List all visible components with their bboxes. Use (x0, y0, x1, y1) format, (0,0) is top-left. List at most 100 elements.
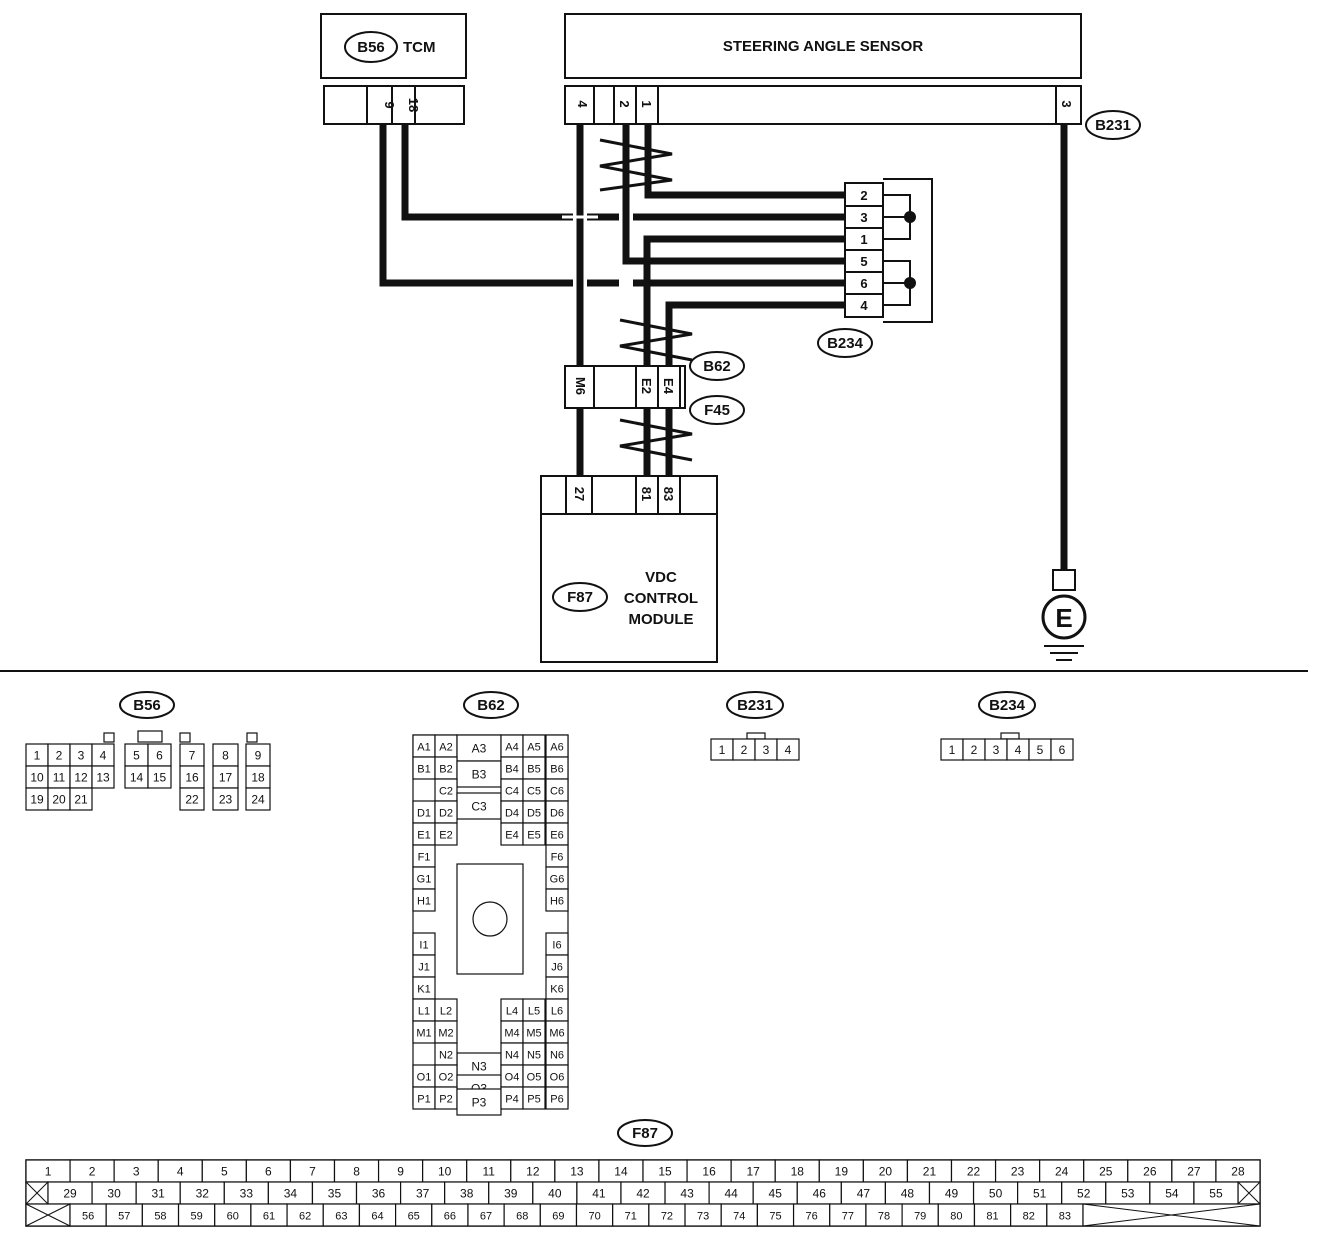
f87-pin-10-label: 10 (438, 1165, 452, 1179)
b62-pin-b3-label: B3 (472, 768, 487, 782)
f87-pin-37: 37 (399, 1181, 446, 1205)
f87-pin-53: 53 (1105, 1181, 1151, 1205)
b56-pin-12-label: 12 (74, 771, 88, 785)
tcm-name: TCM (403, 39, 436, 56)
b62-pin-p3-label: P3 (472, 1096, 487, 1110)
b234-view-title: B234 (989, 697, 1026, 714)
f87-pin-13: 13 (554, 1159, 600, 1183)
f87-pin-38-label: 38 (460, 1187, 474, 1201)
b62-pin-o6: O6 (545, 1064, 569, 1088)
b62-pin-c6: C6 (545, 778, 569, 802)
b62-pin-f1-label: F1 (418, 852, 431, 864)
f87-pin-6: 6 (245, 1159, 292, 1183)
f87-pin-23-label: 23 (1011, 1165, 1025, 1179)
f87-pin-31-label: 31 (152, 1187, 166, 1201)
b62-pin-n4-label: N4 (505, 1050, 519, 1062)
b62-pin-n6: N6 (545, 1042, 569, 1066)
f87-pin-65-label: 65 (408, 1211, 420, 1223)
f87-pin-19: 19 (818, 1159, 864, 1183)
vdc-pin-83: 83 (661, 487, 676, 501)
f87-pin-48: 48 (884, 1181, 931, 1205)
b62-pin-c4-label: C4 (505, 786, 519, 798)
f87-pin-50: 50 (972, 1181, 1019, 1205)
f87-pin-68-label: 68 (516, 1211, 528, 1223)
f87-pin-49-label: 49 (945, 1187, 959, 1201)
b234-pin-4: 4 (860, 298, 868, 313)
f87-pin-25-label: 25 (1099, 1165, 1113, 1179)
f87-pin-7-label: 7 (309, 1165, 316, 1179)
b234-pin-4-label: 4 (1015, 743, 1022, 757)
b62-pin-e1-label: E1 (417, 830, 430, 842)
f87-pin-55-label: 55 (1209, 1187, 1223, 1201)
b234-pin-4: 4 (1006, 738, 1030, 761)
b56-pin-11: 11 (47, 765, 71, 789)
f87-pin-78: 78 (865, 1203, 903, 1227)
b62-pin-h1: H1 (412, 888, 436, 912)
f87-pin-17-label: 17 (746, 1165, 760, 1179)
f87-pin-63: 63 (322, 1203, 361, 1227)
b56-pin-2: 2 (47, 743, 71, 767)
b62-pin-o5: O5 (522, 1064, 546, 1088)
b62-pin-c5: C5 (522, 778, 546, 802)
b62-pin-g6-label: G6 (550, 874, 565, 886)
vdc-name-line-2: CONTROL (624, 590, 698, 607)
b62-pin-l2: L2 (434, 998, 458, 1022)
b62-pin-l4-label: L4 (506, 1006, 518, 1018)
f87-pin-20: 20 (862, 1159, 909, 1183)
b62-pin-a5: A5 (522, 734, 546, 758)
b62-pin-j6-label: J6 (551, 962, 563, 974)
f87-pin-49: 49 (928, 1181, 975, 1205)
wire-tcm9-b234-6 (379, 124, 845, 287)
b62-pin-n5-label: N5 (527, 1050, 541, 1062)
b56-pin-3: 3 (69, 743, 93, 767)
b56-pin-13: 13 (91, 765, 115, 789)
f87-pin-69: 69 (539, 1203, 578, 1227)
b62-pin-l1: L1 (412, 998, 436, 1022)
b62-pin-d5: D5 (522, 800, 546, 824)
f87-pin-50-label: 50 (989, 1187, 1003, 1201)
f87-pin-20-label: 20 (879, 1165, 893, 1179)
f87-pin-54: 54 (1149, 1181, 1195, 1205)
b62-pin-d2: D2 (434, 800, 458, 824)
inline-pin-e2: E2 (639, 378, 654, 394)
b234-pin-5: 5 (860, 254, 867, 269)
b56-pin-23-label: 23 (219, 793, 233, 807)
f87-pin-14: 14 (598, 1159, 644, 1183)
f87-pin-57-label: 57 (118, 1211, 130, 1223)
f87-pin-64: 64 (358, 1203, 397, 1227)
b62-pin-m4: M4 (500, 1020, 524, 1044)
b234-pin-1: 1 (860, 232, 867, 247)
f87-pin-5: 5 (201, 1159, 247, 1183)
f87-pin-66: 66 (431, 1203, 469, 1227)
b62-pin-p4-label: P4 (505, 1094, 518, 1106)
b62-pin-k1-label: K1 (417, 984, 430, 996)
f87-pin-75: 75 (756, 1203, 795, 1227)
b56-pin-20: 20 (47, 787, 71, 811)
b62-pin-a1-label: A1 (417, 742, 430, 754)
f87-pin-10: 10 (422, 1159, 468, 1183)
f87-pin-45-label: 45 (769, 1187, 783, 1201)
b62-pin-p5-label: P5 (527, 1094, 540, 1106)
f87-pin-34: 34 (267, 1181, 314, 1205)
b62-pin-e6-label: E6 (550, 830, 563, 842)
f87-pin-53-label: 53 (1121, 1187, 1135, 1201)
b62-pin-m2: M2 (434, 1020, 458, 1044)
b56-pin-18-label: 18 (251, 771, 265, 785)
b56-pin-19-label: 19 (30, 793, 44, 807)
b234-pin-5: 5 (1028, 738, 1052, 761)
b62-pin-c3-label: C3 (471, 800, 487, 814)
b62-pin-i6-label: I6 (552, 940, 561, 952)
f87-row2-blank-left-cross (25, 1181, 49, 1205)
b62-pin-c4: C4 (500, 778, 524, 802)
b56-pin-21-label: 21 (74, 793, 88, 807)
b62-pin-o6-label: O6 (550, 1072, 565, 1084)
f87-pin-36: 36 (355, 1181, 402, 1205)
b56-pin-1: 1 (25, 743, 49, 767)
b56-pin-8: 8 (212, 743, 239, 767)
b62-pin-m4-label: M4 (504, 1028, 519, 1040)
b234-pin-3-label: 3 (993, 743, 1000, 757)
b62-pin-n2-label: N2 (439, 1050, 453, 1062)
ground-label: E (1055, 603, 1072, 633)
f87-pin-21: 21 (906, 1159, 953, 1183)
